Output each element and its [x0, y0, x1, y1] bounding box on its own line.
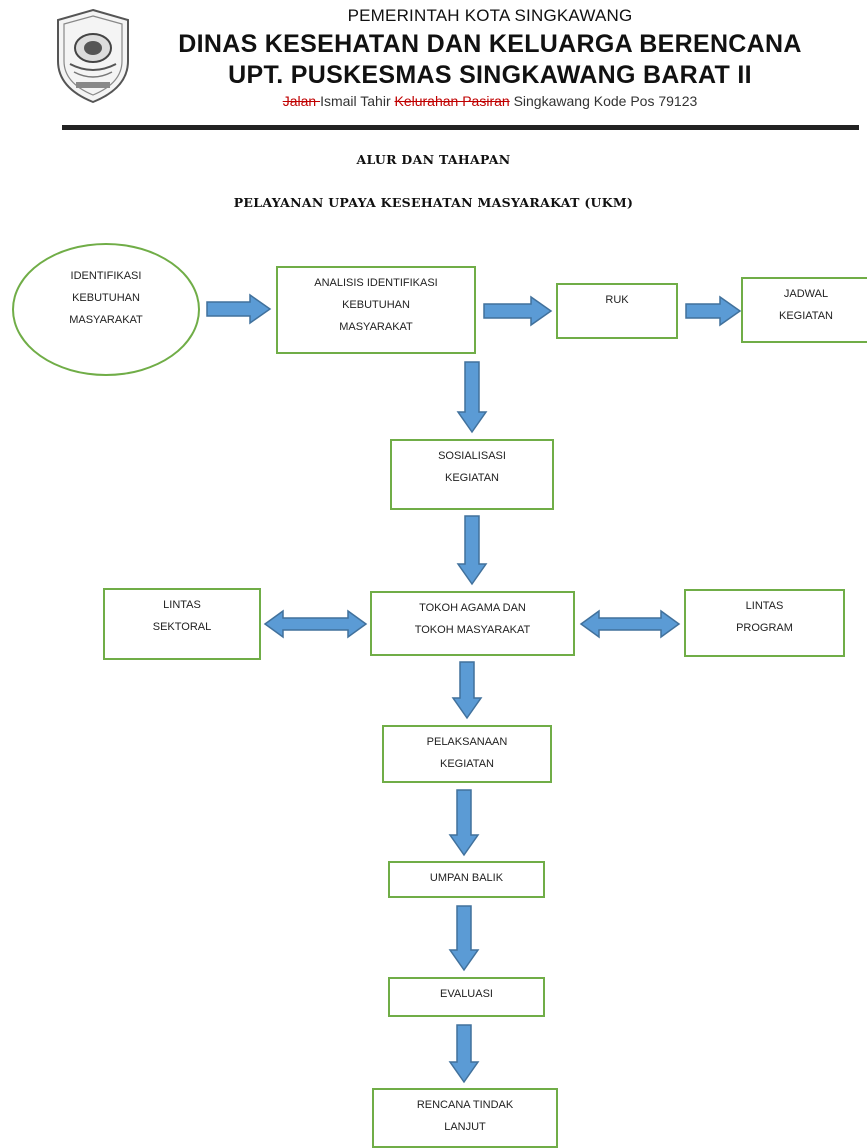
- node-identifikasi-kebutuhan: IDENTIFIKASI KEBUTUHAN MASYARAKAT: [12, 243, 200, 376]
- arrow-down-icon: [448, 905, 480, 972]
- node-lintas-program: LINTAS PROGRAM: [684, 589, 845, 657]
- arrow-double-icon: [263, 609, 368, 639]
- flow-title: ALUR DAN TAHAPAN: [356, 152, 511, 167]
- arrow-down-icon: [456, 515, 488, 586]
- node-sosialisasi-kegiatan: SOSIALISASI KEGIATAN: [390, 439, 554, 510]
- address-street: Ismail Tahir: [320, 93, 395, 109]
- node-umpan-balik: UMPAN BALIK: [388, 861, 545, 898]
- arrow-double-icon: [579, 609, 681, 639]
- arrow-down-icon: [456, 361, 488, 434]
- arrow-down-icon: [448, 789, 480, 857]
- node-jadwal-kegiatan: JADWAL KEGIATAN: [741, 277, 867, 343]
- address-struck-village: Kelurahan Pasiran: [394, 93, 510, 109]
- header-address: Jalan Ismail Tahir Kelurahan Pasiran Sin…: [140, 93, 840, 109]
- node-rencana-tindak-lanjut: RENCANA TINDAK LANJUT: [372, 1088, 558, 1148]
- header-government-name: PEMERINTAH KOTA SINGKAWANG: [347, 6, 633, 25]
- arrow-right-icon: [685, 295, 742, 327]
- header-department-name: DINAS KESEHATAN DAN KELUARGA BERENCANA: [178, 30, 802, 58]
- node-ruk: RUK: [556, 283, 678, 339]
- header-divider: [62, 125, 859, 130]
- city-emblem-logo: [57, 8, 129, 104]
- arrow-right-icon: [483, 295, 553, 327]
- node-evaluasi: EVALUASI: [388, 977, 545, 1017]
- arrow-right-icon: [206, 293, 272, 325]
- node-lintas-sektoral: LINTAS SEKTORAL: [103, 588, 261, 660]
- node-tokoh-agama-masyarakat: TOKOH AGAMA DAN TOKOH MASYARAKAT: [370, 591, 575, 656]
- node-pelaksanaan-kegiatan: PELAKSANAAN KEGIATAN: [382, 725, 552, 783]
- flow-subtitle: PELAYANAN UPAYA KESEHATAN MASYARAKAT (UK…: [233, 195, 634, 210]
- arrow-down-icon: [448, 1024, 480, 1084]
- address-struck-street: Jalan: [282, 93, 321, 109]
- address-city-postcode: Singkawang Kode Pos 79123: [509, 93, 698, 109]
- arrow-down-icon: [451, 661, 483, 720]
- node-analisis-identifikasi: ANALISIS IDENTIFIKASI KEBUTUHAN MASYARAK…: [276, 266, 476, 354]
- header-puskesmas-name: UPT. PUSKESMAS SINGKAWANG BARAT II: [228, 61, 752, 89]
